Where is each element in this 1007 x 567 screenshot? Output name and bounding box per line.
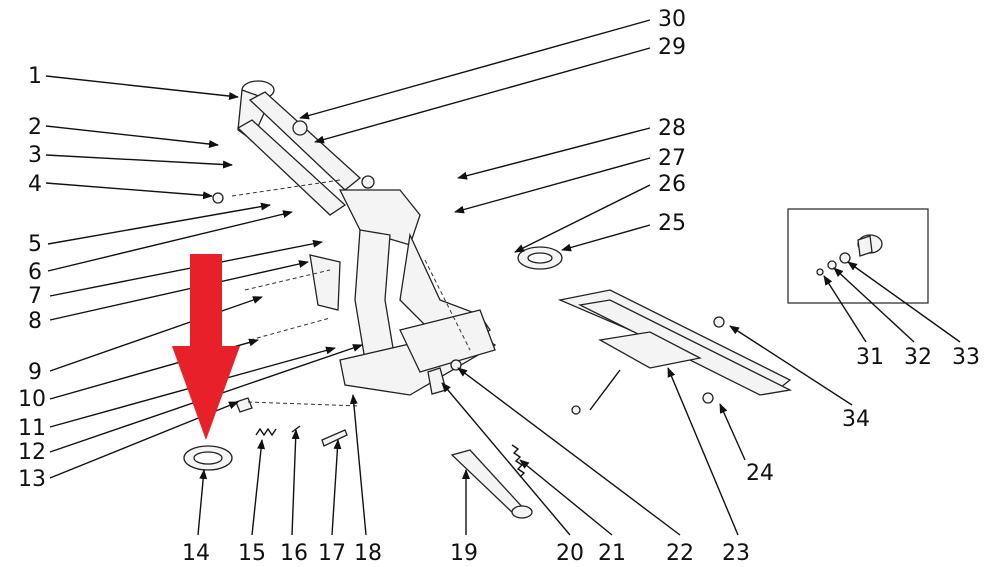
part-label-8: 8 — [28, 309, 42, 334]
part-label-25: 25 — [658, 211, 686, 236]
part-label-11: 11 — [18, 416, 46, 441]
part-label-30: 30 — [658, 7, 686, 32]
part-label-29: 29 — [658, 35, 686, 60]
part-label-16: 16 — [280, 541, 308, 566]
part-label-10: 10 — [18, 387, 46, 412]
part-label-4: 4 — [28, 172, 42, 197]
red-highlight-arrow — [172, 254, 240, 440]
part-label-19: 19 — [450, 541, 478, 566]
part-label-33: 33 — [952, 345, 980, 370]
part-label-24: 24 — [746, 461, 774, 486]
part-label-5: 5 — [28, 232, 42, 257]
part-label-22: 22 — [666, 541, 694, 566]
main-frame-drawing — [183, 80, 793, 519]
part-label-20: 20 — [556, 541, 584, 566]
part-label-9: 9 — [28, 360, 42, 385]
leader-lines — [45, 19, 961, 536]
part-label-13: 13 — [18, 467, 46, 492]
part-label-1: 1 — [28, 64, 42, 89]
part-label-3: 3 — [28, 143, 42, 168]
part-label-23: 23 — [722, 541, 750, 566]
part-label-17: 17 — [318, 541, 346, 566]
part-label-28: 28 — [658, 116, 686, 141]
footrest-part-14 — [183, 445, 233, 471]
part-label-6: 6 — [28, 260, 42, 285]
part-label-34: 34 — [842, 407, 870, 432]
part-label-32: 32 — [904, 345, 932, 370]
part-label-12: 12 — [18, 440, 46, 465]
part-label-14: 14 — [182, 541, 210, 566]
part-label-26: 26 — [658, 172, 686, 197]
part-number-labels: 1 2 3 4 5 6 7 8 9 10 11 12 13 14 15 16 1… — [18, 7, 980, 566]
part-label-7: 7 — [28, 284, 42, 309]
inset-detail-box — [787, 208, 929, 304]
part-label-2: 2 — [28, 115, 42, 140]
part-label-15: 15 — [238, 541, 266, 566]
part-label-31: 31 — [856, 345, 884, 370]
part-label-21: 21 — [598, 541, 626, 566]
part-label-27: 27 — [658, 146, 686, 171]
part-label-18: 18 — [354, 541, 382, 566]
